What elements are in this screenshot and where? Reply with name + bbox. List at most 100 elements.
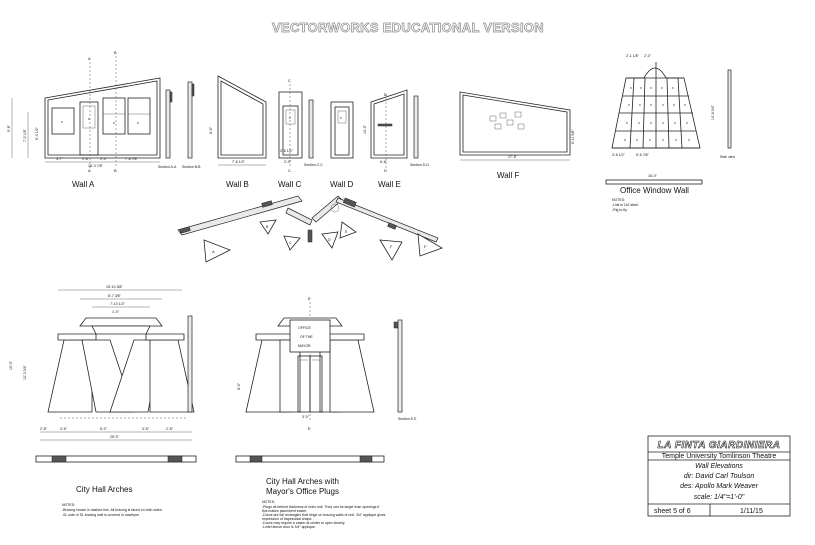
svg-text:x: x: [674, 121, 676, 125]
wall-c-dim-door: 2'-0": [284, 160, 292, 164]
key-marker-d: D: [328, 238, 331, 242]
wall-c-elevation: x C C 2'-8 1/4" 2'-0" Section C-C Wall C: [278, 78, 323, 189]
wall-a-dim-height-door: 6'-4 1/2": [35, 126, 39, 140]
wall-f-label: Wall F: [497, 171, 519, 180]
title-block: LA FINTA GIARDINIERA Temple University T…: [647, 435, 791, 517]
svg-text:x: x: [649, 138, 651, 142]
section-marker-c-top: C: [288, 78, 291, 83]
arch-dim-height: 10'-0": [9, 360, 13, 370]
key-marker-c: C: [289, 241, 292, 245]
wall-d-label: Wall D: [330, 180, 353, 189]
svg-text:x: x: [137, 121, 139, 125]
title-drawing: Wall Elevations: [695, 463, 743, 470]
section-marker-b-bottom: B: [114, 168, 117, 173]
key-marker-e: E: [345, 230, 348, 234]
plug-dim-door: 3'-0": [302, 415, 310, 419]
svg-text:x: x: [626, 121, 628, 125]
arch-notes-title: NOTES:: [62, 503, 75, 507]
svg-text:x: x: [636, 138, 638, 142]
section-marker-e-bottom: E: [308, 426, 311, 431]
section-ee-label: Section E-E: [398, 417, 417, 421]
svg-text:x: x: [624, 138, 626, 142]
arch-notes-line-1: -Bracing shown in dashed line. All braci…: [62, 508, 163, 512]
wall-f-dim-width: 17'-6": [508, 155, 518, 159]
wall-d-elevation: x Wall D: [330, 101, 353, 189]
wall-a-dim-seg4: 7'-6 7/8": [125, 157, 139, 161]
arch-dim-sub-height: 12'-3 3/4": [23, 364, 27, 380]
key-marker-f-small: F: [390, 245, 392, 249]
office-plan-width: 16'-0": [648, 174, 658, 178]
wall-b-label: Wall B: [226, 180, 249, 189]
wall-c-dim-width: 2'-8 1/4": [280, 149, 294, 153]
section-marker-d-top: D: [384, 92, 387, 97]
svg-text:x: x: [640, 86, 642, 90]
office-dim-bottom-left: 3'-6 1/2": [612, 153, 626, 157]
city-hall-arches: 15'-10 3/8" 8'-7 3/8" 7'-10 1/2" 1'-0" 1…: [9, 285, 197, 517]
svg-text:x: x: [673, 103, 675, 107]
wall-a-dim-height: 9'-8": [7, 124, 11, 132]
office-dim-height: 14'-8 3/4": [711, 104, 715, 120]
city-hall-arches-with-plugs: E E OFFICE OF THE MAYOR 3'-0" 8'-0" Sect…: [235, 296, 417, 529]
sign-mayor: MAYOR: [298, 344, 311, 348]
arch-label: City Hall Arches: [76, 485, 132, 494]
section-marker-d-bottom: D: [384, 168, 387, 173]
section-marker-a-bottom: A: [88, 168, 91, 173]
svg-text:x: x: [88, 117, 90, 121]
section-marker-c-bottom: C: [288, 168, 291, 173]
wall-c-label: Wall C: [278, 180, 301, 189]
arch-dim-inner: 8'-7 3/8": [108, 294, 122, 298]
section-marker-e-top: E: [308, 296, 311, 301]
svg-text:x: x: [61, 120, 63, 124]
wall-b-dim-height: 8'-6": [209, 126, 213, 134]
sign-of-the: OF THE: [300, 335, 313, 339]
section-dd-label: Section D-D: [410, 163, 429, 167]
title-date: 1/11/15: [740, 508, 763, 515]
office-side-view-label: Side view: [720, 155, 735, 159]
wall-b-dim-width: 7'-6 1/2": [232, 160, 246, 164]
plugs-notes-line-6: -Lintel above door is 3/4" applique.: [262, 525, 316, 529]
arch-dim-top: 15'-10 3/8": [106, 285, 123, 289]
office-dim-top: 2'-1 1/8": [626, 54, 640, 58]
arch-dim-total: 25'-0": [110, 435, 120, 439]
wall-e-elevation: D D 6'-6" 10'-0" Section D-D Wall E: [363, 89, 429, 189]
arch-notes-line-2: -SL side of SL bracing wall is covered i…: [62, 513, 140, 517]
svg-text:x: x: [672, 86, 674, 90]
svg-text:x: x: [650, 86, 652, 90]
title-sheet: sheet 5 of 6: [654, 508, 691, 515]
title-director: dir: David Carl Toulson: [684, 473, 755, 480]
wall-f-elevation: 17'-6" 6'-11 5/8" Wall F: [459, 91, 575, 180]
key-marker-b: B: [266, 225, 269, 229]
arch-dim-seg3: 6'-0": [100, 427, 108, 431]
title-scale: scale: 1/4"=1'-0": [694, 494, 745, 501]
wall-a-dim-height-sub: 7'-2 1/8": [23, 128, 27, 142]
plugs-notes-line-3: -Doors are full rectangles that hinge on…: [262, 513, 386, 517]
sign-office: OFFICE: [298, 326, 311, 330]
svg-text:x: x: [662, 138, 664, 142]
title-designer: des: Apollo Mark Weaver: [680, 483, 758, 490]
svg-text:x: x: [688, 138, 690, 142]
svg-text:x: x: [684, 103, 686, 107]
arch-dim-seg4: 3'-6": [142, 427, 150, 431]
wall-e-dim-height: 10'-0": [363, 124, 367, 134]
watermark-title: VECTORWORKS EDUCATIONAL VERSION: [272, 20, 544, 35]
office-notes-line-1: -Unit is 1x2 steel.: [612, 203, 639, 207]
plugs-label-line2: Mayor's Office Plugs: [266, 487, 339, 496]
arch-dim-inner2: 7'-10 1/2": [110, 302, 126, 306]
svg-text:x: x: [662, 103, 664, 107]
plugs-notes-line-4: impression of trapezoidal shape.: [262, 517, 312, 521]
svg-text:x: x: [638, 121, 640, 125]
office-dim-top2: 2'-0": [644, 54, 652, 58]
office-notes-title: NOTES:: [612, 198, 625, 202]
plugs-notes-line-1: -Plugs sit behind thickness of main unit…: [262, 505, 379, 509]
office-window-wall-label: Office Window Wall: [620, 186, 689, 195]
arch-dim-inner3: 1'-0": [112, 310, 120, 314]
wall-b-elevation: 7'-6 1/2" 8'-6" Wall B: [209, 75, 267, 189]
section-aa-label: Section A-A: [158, 165, 177, 169]
section-bb-label: Section B-B: [182, 165, 201, 169]
wall-a-dim-seg2: 2'-8": [82, 157, 90, 161]
wall-a-elevation: x x x x A B A B 3'-7" 2'-8" 2'-4" 7'-6 7…: [7, 50, 201, 189]
svg-text:x: x: [650, 103, 652, 107]
svg-text:x: x: [662, 121, 664, 125]
